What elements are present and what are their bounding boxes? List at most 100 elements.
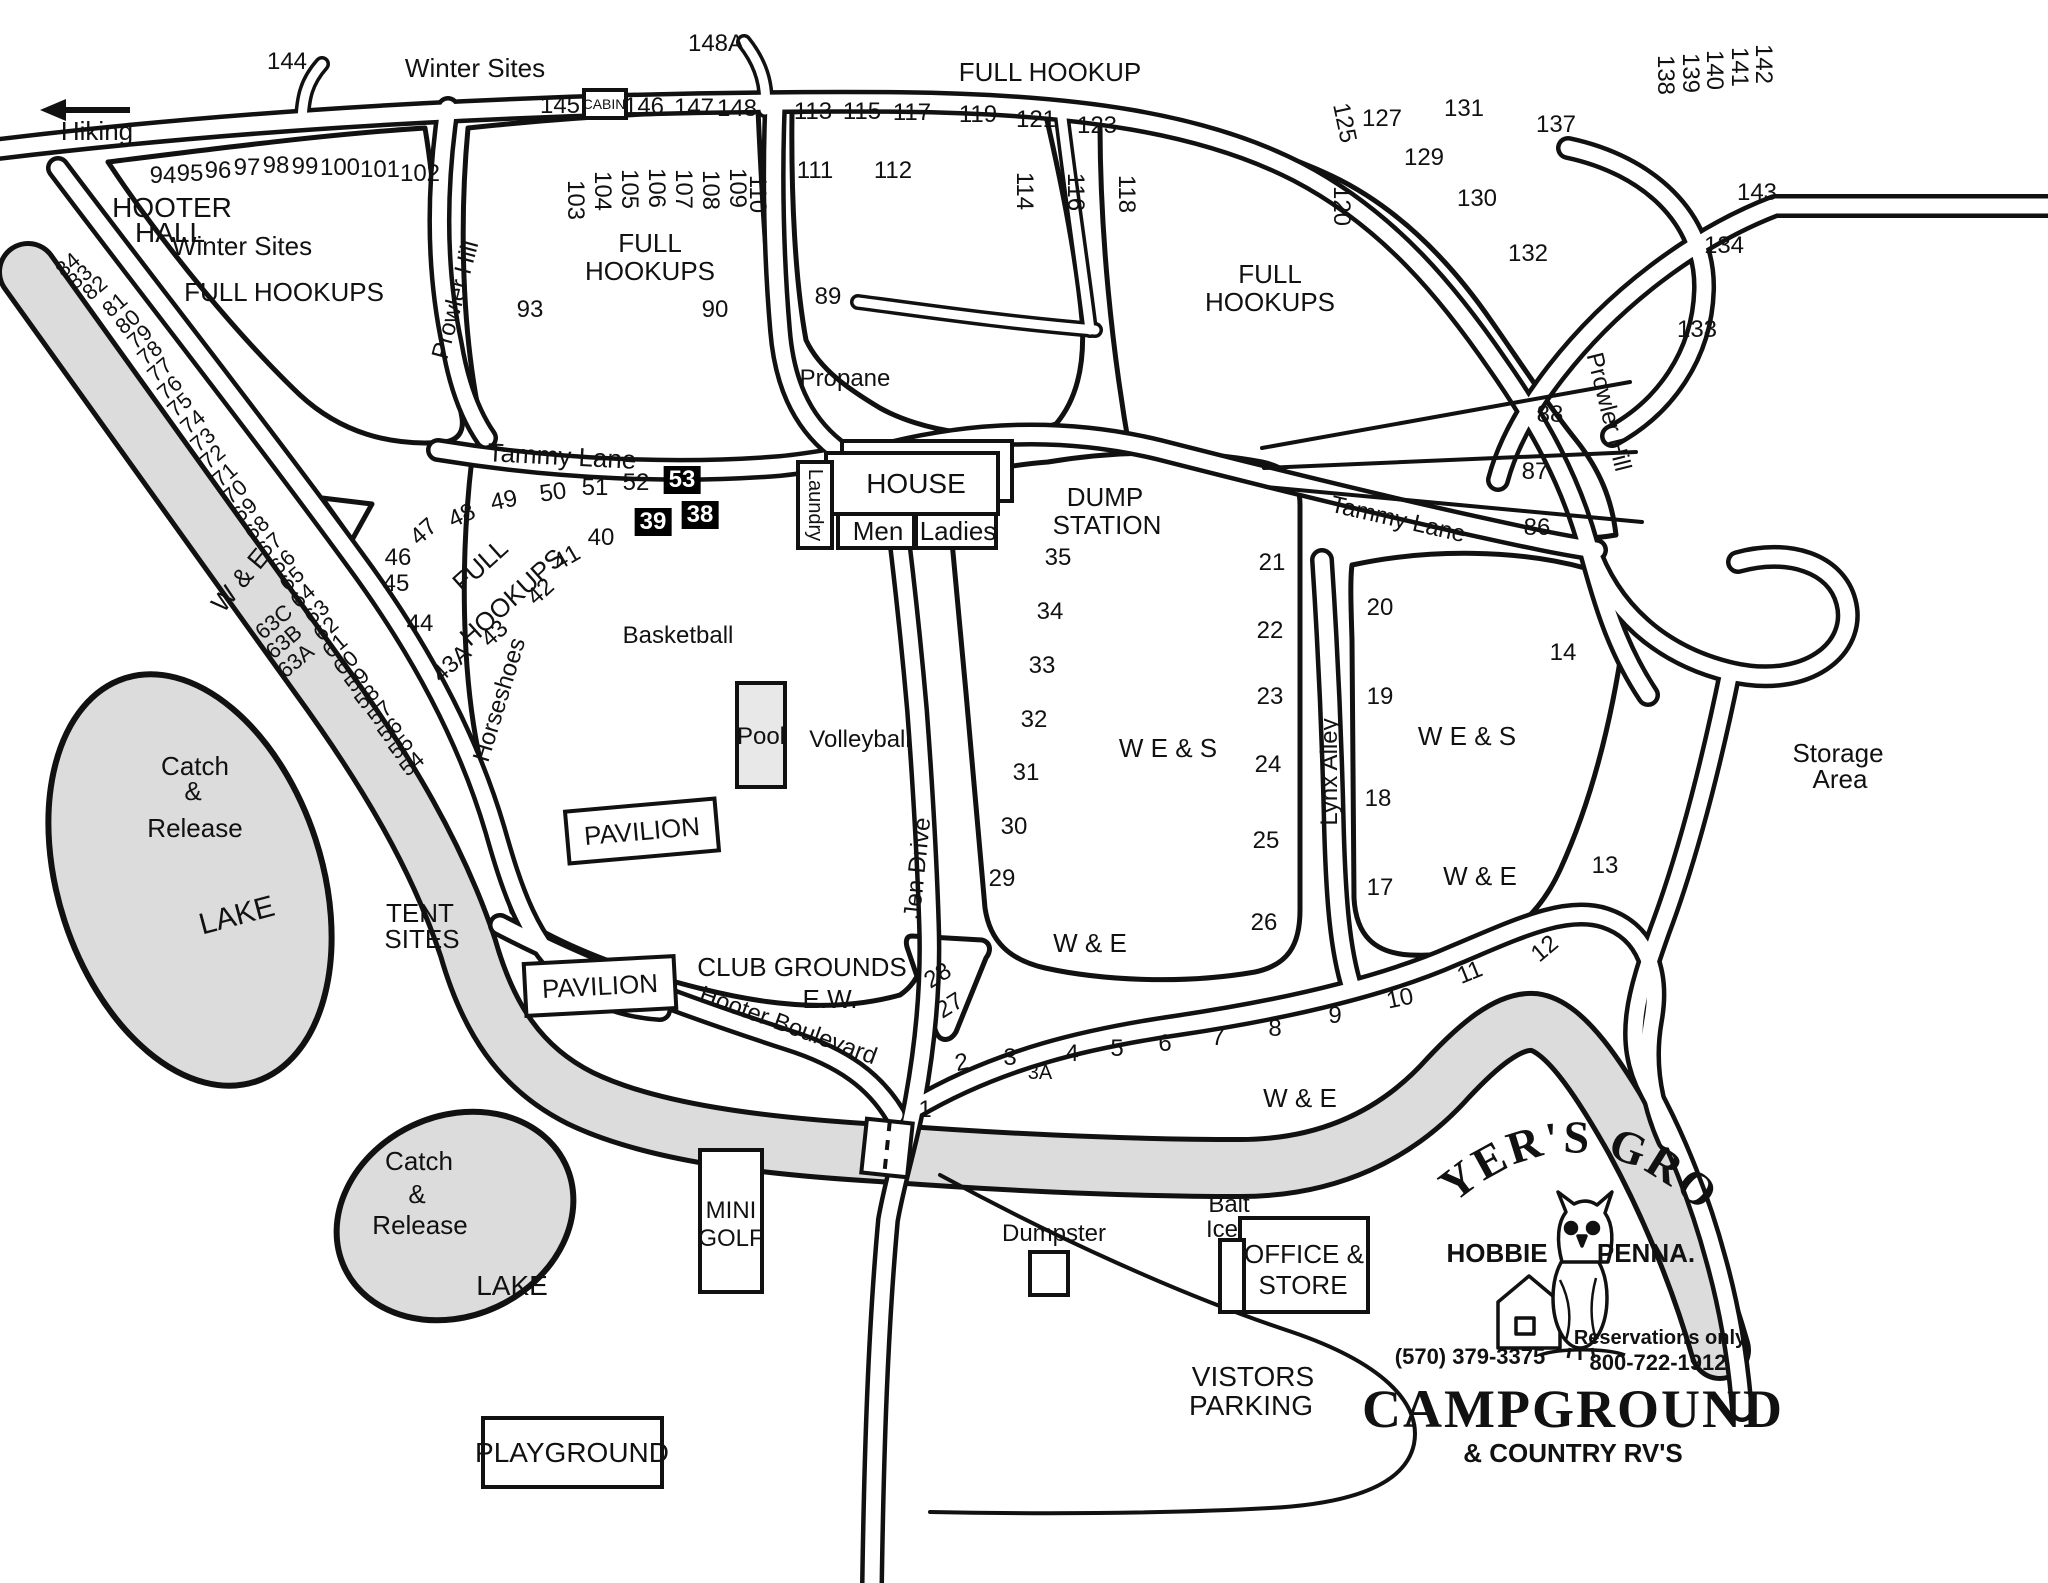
prowler-hill-left: Prowler Hill (426, 237, 485, 362)
tent-sites-2: SITES (384, 924, 460, 954)
site-116: 116 (1062, 172, 1089, 212)
mini-golf-1: MINI (705, 1197, 757, 1224)
logo-reservations: Reservations only (1573, 1327, 1747, 1349)
site-23: 23 (1256, 683, 1284, 710)
site-25: 25 (1252, 827, 1280, 854)
pavilion-1 (562, 796, 722, 866)
site-50: 50 (537, 477, 569, 508)
site-49: 49 (488, 484, 520, 517)
site-102: 102 (399, 160, 441, 187)
site-145: 145 (539, 92, 581, 119)
site-44: 44 (406, 610, 434, 637)
volleyball-label: Volleyball (809, 726, 911, 753)
site-89: 89 (814, 283, 842, 310)
site-101: 101 (359, 156, 401, 183)
logo-penna: PENNA. (1596, 1238, 1696, 1268)
site-132: 132 (1507, 240, 1549, 267)
site-46: 46 (384, 544, 412, 571)
buildings (481, 88, 1370, 1489)
visitors-parking-loop (928, 1173, 1417, 1516)
full-hookups-mid-1: FULL (618, 228, 682, 258)
lake2-catch: Catch (385, 1146, 453, 1176)
site-48: 48 (443, 497, 480, 534)
vistors-parking-1: VISTORS (1191, 1361, 1315, 1392)
site-114: 114 (1011, 171, 1038, 211)
ladies-label: Ladies (919, 516, 997, 546)
logo-country: & COUNTRY RV'S (1463, 1438, 1683, 1468)
site-118: 118 (1113, 174, 1140, 214)
block-lynx-right (1348, 550, 1628, 958)
tammy-lane-right: Tammy Lane (1328, 490, 1469, 549)
club-grounds-1: CLUB GROUNDS (697, 952, 907, 982)
basketball-label: Basketball (622, 622, 734, 649)
site-14: 14 (1549, 639, 1577, 666)
site-148: 148 (716, 95, 758, 122)
site-38: 38 (681, 501, 719, 529)
tammy-lane-left: Tammy Lane (486, 437, 638, 475)
site-32: 32 (1020, 706, 1048, 733)
site-111: 111 (796, 157, 834, 184)
full-hookups-right-1: FULL (1238, 259, 1302, 289)
site-131: 131 (1443, 95, 1485, 122)
propane-label: Propane (799, 365, 891, 392)
full-hookups-mid-2: HOOKUPS (584, 256, 716, 286)
site-40: 40 (587, 524, 615, 551)
site-137: 137 (1535, 111, 1577, 138)
office-store-1: OFFICE & (1244, 1239, 1364, 1269)
we-dump: W & E (1053, 928, 1127, 958)
site-90: 90 (701, 296, 729, 323)
logo-phone-right: 800-722-1912 (1589, 1350, 1727, 1375)
site-31: 31 (1012, 759, 1040, 786)
site-119: 119 (958, 101, 998, 128)
site-21: 21 (1258, 549, 1286, 576)
dumpster-box (1028, 1250, 1070, 1297)
winter-sites-left: Winter Sites (171, 231, 313, 261)
lake-catch-release-1 (45, 671, 335, 1089)
bait-ice-stand (1218, 1238, 1246, 1314)
winter-sites-top: Winter Sites (404, 53, 546, 83)
site-139: 139 (1677, 52, 1704, 94)
block-hooter-hall (105, 125, 465, 446)
pavilion2-label: PAVILION (541, 967, 659, 1005)
club-grounds-2: E.W. (802, 984, 858, 1014)
logo-campground: CAMPGROUND (1362, 1379, 1784, 1439)
full-hookups-right-2: HOOKUPS (1204, 287, 1336, 317)
site-blocks (105, 106, 1628, 1042)
site-100: 100 (319, 154, 361, 181)
site-3: 3 (1003, 1044, 1017, 1071)
hooter-hall-1: HOOTER (112, 192, 232, 223)
site-112: 112 (873, 157, 913, 184)
house-label: HOUSE (866, 468, 966, 499)
site-33: 33 (1028, 652, 1056, 679)
site-146: 146 (623, 93, 665, 120)
wes-dump: W E & S (1118, 733, 1218, 763)
site-123: 123 (1076, 112, 1118, 139)
pavilion-2 (521, 954, 679, 1018)
site-107: 107 (670, 168, 697, 210)
office-store-2: STORE (1258, 1270, 1348, 1300)
site-113: 113 (793, 98, 833, 125)
site-5: 5 (1110, 1035, 1124, 1062)
site-4: 4 (1065, 1040, 1079, 1067)
cabin-building (582, 88, 628, 120)
playground-label: PLAYGROUND (475, 1437, 669, 1468)
tent-sites-1: TENT (386, 898, 454, 928)
site-121: 121 (1015, 106, 1057, 133)
ladies-room (914, 512, 998, 550)
site-125: 125 (1327, 100, 1362, 146)
site-24: 24 (1254, 751, 1282, 778)
we-row: W & E (1263, 1083, 1337, 1113)
men-room (836, 512, 916, 550)
site-18: 18 (1364, 785, 1392, 812)
site-106: 106 (643, 167, 670, 209)
lakes (45, 671, 577, 1324)
laundry-building (796, 460, 834, 550)
lake1-release: Release (147, 813, 243, 843)
we-right: W & E (1443, 861, 1517, 891)
full-hookup-top: FULL HOOKUP (958, 57, 1142, 87)
dumpster-label: Dumpster (1001, 1220, 1107, 1247)
site-117: 117 (892, 99, 932, 126)
site-13: 13 (1591, 852, 1619, 879)
prowler-hill-right: Prowler Hill (1580, 349, 1637, 475)
